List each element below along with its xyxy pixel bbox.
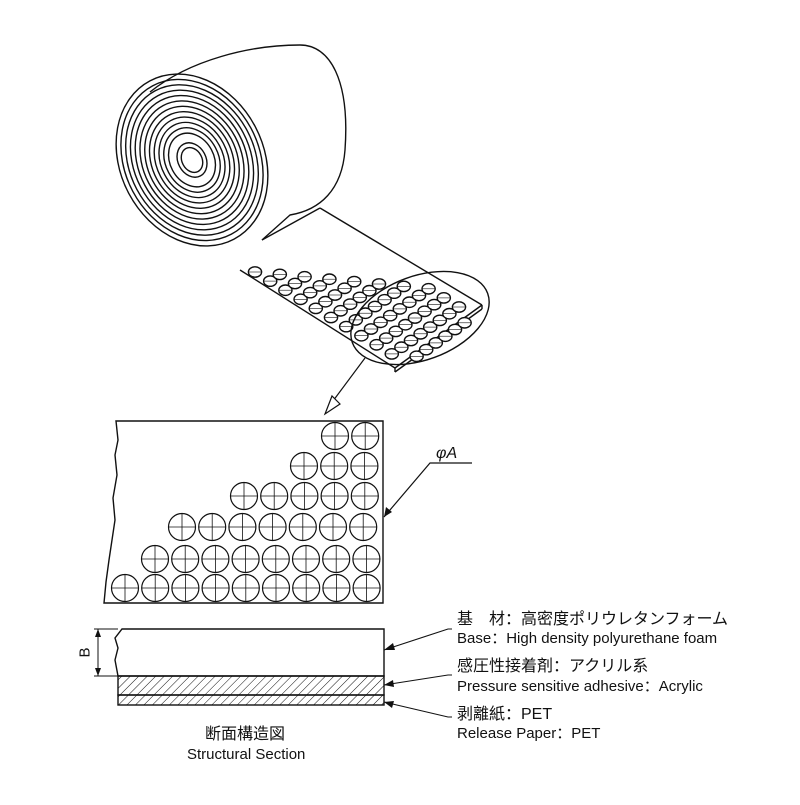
roll-layer-ring <box>167 132 217 188</box>
phi-a-leader <box>383 462 472 518</box>
roll-layer-ring <box>134 94 250 226</box>
detail-arrow <box>323 357 366 416</box>
detail-view <box>103 420 472 604</box>
adhesive-label-en: Pressure sensitive adhesive：Acrylic <box>457 678 703 695</box>
leader-base <box>383 628 452 651</box>
roll-body-outline <box>149 44 347 241</box>
adhesive-layer <box>117 675 385 696</box>
leader-adhesive <box>383 674 452 686</box>
roll-layer-ring <box>148 110 236 210</box>
release-label-en: Release Paper：PET <box>457 725 601 742</box>
detail-frame <box>103 420 384 604</box>
roll-layer-ring <box>139 100 245 220</box>
release-label-jp: 剥離紙：PET <box>457 706 553 723</box>
section-caption-jp: 断面構造図 <box>205 726 286 743</box>
leader-base-arrowhead <box>384 643 395 650</box>
leader-adhesive-arrowhead <box>384 680 394 687</box>
phi-a-leader-arrowhead <box>384 507 392 517</box>
phi-a-label: φA <box>436 445 458 462</box>
leader-release-arrowhead <box>384 701 394 708</box>
tape-top-edge <box>261 207 321 241</box>
roll-layer-ring <box>120 78 264 242</box>
roll-layer-ring <box>163 127 221 193</box>
foam-base-layer <box>114 628 385 677</box>
roll-layer-ring <box>124 84 260 236</box>
detail-perforation-grid <box>110 421 381 603</box>
release-paper-layer <box>117 694 385 706</box>
cross-section <box>94 628 452 718</box>
b-arrow-top <box>95 629 101 637</box>
adhesive-label-jp: 感圧性接着剤：アクリル系 <box>457 658 649 675</box>
section-caption-en: Structural Section <box>187 746 306 763</box>
roll-layer-ring <box>153 116 231 204</box>
roll-layer-ring <box>115 73 269 247</box>
leader-release <box>383 701 452 718</box>
base-label-jp: 基 材：高密度ポリウレタンフォーム <box>457 611 729 628</box>
tape-perforation-pattern <box>247 266 472 363</box>
roll-layer-ring <box>158 121 226 199</box>
tape-right-edge <box>319 207 483 306</box>
roll-layer-ring <box>129 89 255 231</box>
base-label-en: Base：High density polyurethane foam <box>457 630 718 647</box>
roll-core-inner <box>180 146 204 174</box>
tape-left-edge <box>239 269 396 369</box>
roll-layer-ring <box>144 105 240 215</box>
detail-callout-ellipse <box>350 270 490 366</box>
roll-layers <box>115 73 269 247</box>
b-dimension-label: B <box>76 647 94 658</box>
b-arrow-bottom <box>95 668 101 676</box>
roll-core <box>176 142 208 178</box>
tape-roll <box>115 44 490 373</box>
